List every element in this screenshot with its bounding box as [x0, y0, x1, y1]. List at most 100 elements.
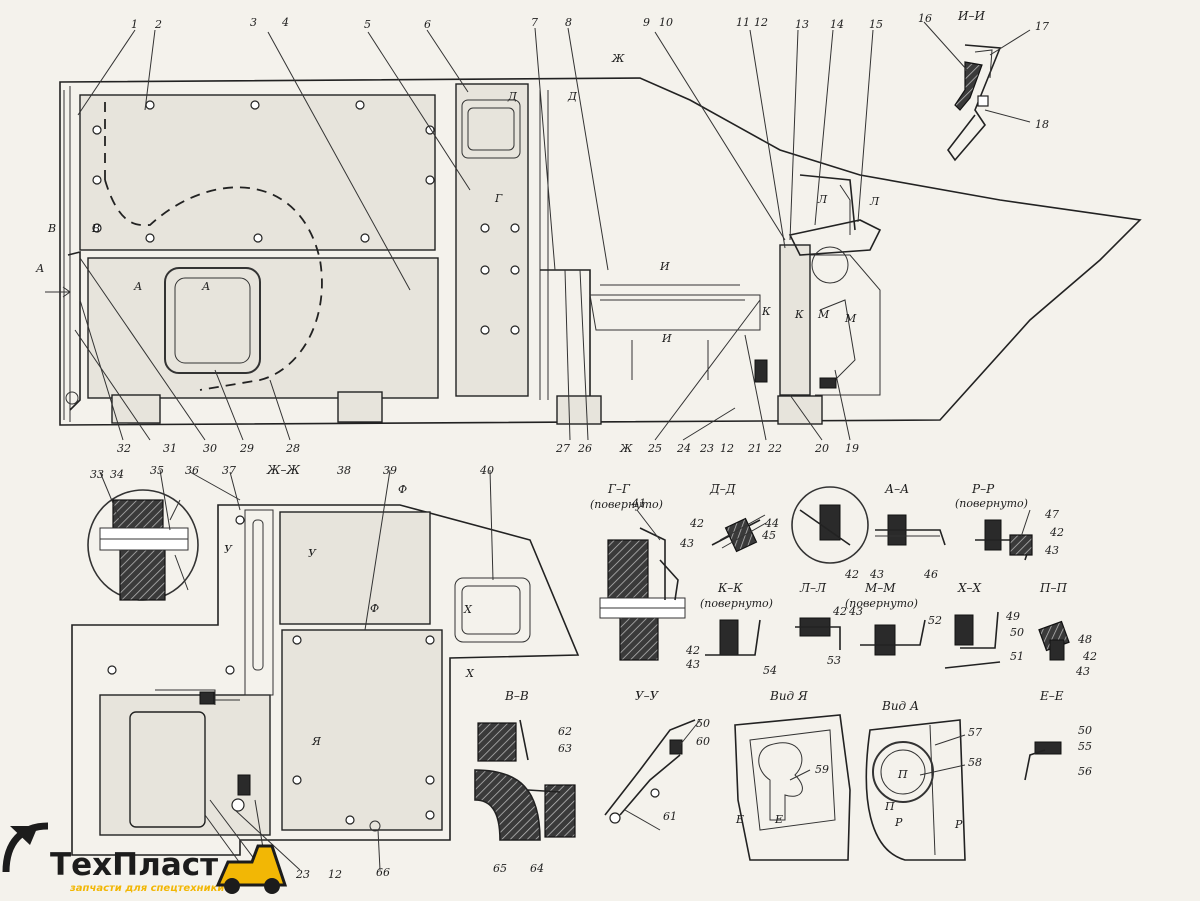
- title-kk: К–К: [717, 581, 743, 595]
- callout-1: 1: [131, 18, 138, 31]
- callout-27: 27: [555, 442, 570, 455]
- callout-30: 30: [203, 442, 217, 455]
- section-pp: [1038, 620, 1070, 661]
- callout-17: 17: [1035, 20, 1049, 33]
- callout-43-e: 43: [848, 605, 863, 618]
- callout-16: 16: [918, 12, 932, 25]
- callout-59: 59: [815, 763, 829, 776]
- callout-13: 13: [795, 18, 809, 31]
- callout-18: 18: [1035, 118, 1049, 131]
- marker-x-2: Х: [465, 667, 475, 680]
- callout-8: 8: [565, 16, 572, 29]
- callout-50-a: 50: [1010, 626, 1024, 639]
- logo-tagline: запчасти для спецтехники: [69, 883, 224, 894]
- note-rr: (повернуто): [955, 497, 1028, 510]
- callout-9: 9: [643, 16, 650, 29]
- callout-19: 19: [845, 442, 859, 455]
- callout-14: 14: [830, 18, 844, 31]
- callout-51: 51: [1010, 650, 1024, 663]
- callout-43-d: 43: [685, 658, 700, 671]
- callout-24: 24: [676, 442, 691, 455]
- marker-x-1: Х: [463, 603, 473, 616]
- section-vv: [474, 719, 576, 841]
- section-titles: И–И Г–Г (повернуто) Д–Д А–А Р–Р (поверну…: [266, 9, 1067, 713]
- section-ee: [1024, 741, 1062, 781]
- roof-panel: [79, 94, 436, 251]
- callout-22: 22: [767, 442, 782, 455]
- callout-37: 37: [222, 464, 236, 477]
- callout-63: 63: [558, 742, 572, 755]
- section-ii-inset: [947, 44, 1002, 162]
- upper-window-panel: [279, 511, 431, 625]
- view-a: [865, 719, 966, 861]
- callout-60: 60: [696, 735, 710, 748]
- marker-p-1: П: [897, 768, 908, 781]
- title-vv: В–В: [504, 689, 529, 703]
- detail-circle-33-35: [87, 489, 199, 601]
- callout-42-d: 42: [685, 644, 700, 657]
- title-gg: Г–Г: [607, 482, 631, 496]
- title-ll: Л–Л: [799, 581, 827, 595]
- callout-6: 6: [424, 18, 431, 31]
- callout-44: 44: [764, 517, 779, 530]
- callout-38: 38: [337, 464, 351, 477]
- door-pillar: [455, 83, 529, 397]
- callout-20: 20: [814, 442, 829, 455]
- marker-a-arrow: А: [35, 262, 44, 275]
- hatch-window: [164, 267, 261, 374]
- callout-42-c: 42: [1049, 526, 1064, 539]
- callout-2: 2: [154, 18, 162, 31]
- callout-48: 48: [1077, 633, 1092, 646]
- leader-lines: [74, 21, 1031, 871]
- callout-61: 61: [663, 810, 677, 823]
- callout-45: 45: [761, 529, 776, 542]
- callout-62: 62: [558, 725, 572, 738]
- marker-zh-top: Ж: [611, 52, 625, 65]
- callout-31: 31: [163, 442, 177, 455]
- callout-10: 10: [659, 16, 673, 29]
- section-gg: [599, 527, 686, 661]
- callout-41: 41: [631, 497, 646, 510]
- bolt-set: [92, 100, 520, 335]
- marker-i-1: И: [659, 260, 670, 273]
- view-ya: [734, 714, 851, 861]
- title-pp: П–П: [1039, 581, 1067, 595]
- callout-58: 58: [968, 756, 982, 769]
- front-post: [779, 244, 811, 396]
- section-dd: [711, 514, 767, 553]
- title-dd: Д–Д: [709, 482, 736, 496]
- bolt-set-zhzh: [107, 515, 435, 825]
- callout-29: 29: [239, 442, 254, 455]
- callout-36: 36: [185, 464, 199, 477]
- callout-12: 12: [754, 16, 768, 29]
- callout-26: 26: [577, 442, 592, 455]
- callout-43-a: 43: [679, 537, 694, 550]
- callout-46: 46: [923, 568, 938, 581]
- callout-12-b: 12: [720, 442, 734, 455]
- loader-icon: [215, 844, 288, 894]
- callout-43-f: 43: [1075, 665, 1090, 678]
- callout-53: 53: [827, 654, 841, 667]
- callout-39: 39: [383, 464, 397, 477]
- callout-52: 52: [928, 614, 942, 627]
- excavator-arm-icon: [2, 822, 49, 873]
- callout-49: 49: [1005, 610, 1020, 623]
- callout-54: 54: [763, 664, 777, 677]
- callout-4: 4: [281, 16, 289, 29]
- callout-21: 21: [747, 442, 762, 455]
- callout-50-c: 50: [1078, 724, 1092, 737]
- lower-panel: [281, 629, 443, 831]
- section-xx: [944, 611, 1001, 669]
- marker-f-1: Ф: [398, 483, 407, 496]
- callout-42-f: 42: [1082, 650, 1097, 663]
- detail-circle-45: [791, 486, 869, 564]
- callout-28: 28: [285, 442, 300, 455]
- note-kk: (повернуто): [700, 597, 773, 610]
- section-markers: Ж Ж Д Д Г И И Л Л К К М М В В А А А Ф Ф …: [35, 52, 963, 831]
- marker-m-1: М: [817, 308, 830, 321]
- callout-34: 34: [110, 468, 124, 481]
- note-mm: (повернуто): [845, 597, 918, 610]
- rear-wall-panel: [87, 257, 439, 399]
- title-ee: Е–Е: [1039, 689, 1064, 703]
- marker-i-2: И: [661, 332, 672, 345]
